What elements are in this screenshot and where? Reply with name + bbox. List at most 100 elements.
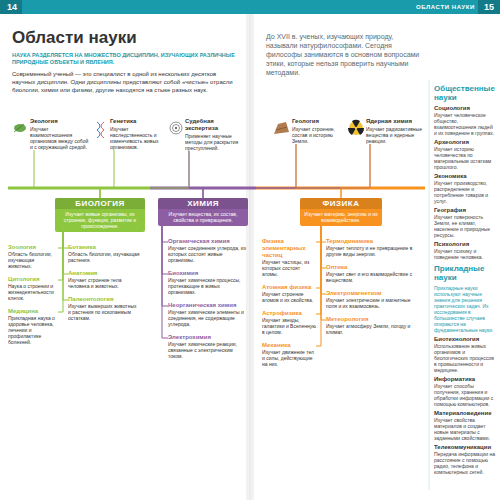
heading: Медицина <box>8 308 58 315</box>
description: Изучает свет и его взаимодействие с веще… <box>326 271 420 283</box>
connector <box>341 144 370 198</box>
discipline-item: МетеорологияИзучает атмосферу Земли, пог… <box>326 316 420 335</box>
intro-text: Современный ученый — это специалист в од… <box>12 70 240 94</box>
discipline-item: АстрофизикаИзучает звезды, галактики и В… <box>262 310 316 335</box>
discipline-item: АнатомияИзучает строение тела человека и… <box>68 270 140 289</box>
item-heading: Археология <box>434 139 496 146</box>
science-box: ФИЗИКАИзучает материю, энергию и их взаи… <box>300 198 382 226</box>
page-title: Области науки <box>12 28 137 48</box>
connector <box>34 150 100 198</box>
item-heading: География <box>434 207 496 214</box>
connector <box>58 232 63 248</box>
description: Изучает материю, энергию и их взаимодейс… <box>300 209 382 223</box>
heading: Неорганическая химия <box>168 302 246 309</box>
item-text: Передача информации на расстояние с помо… <box>434 451 496 475</box>
page-number: 15 <box>481 1 497 13</box>
connector <box>162 226 168 274</box>
heading: Электромагнетизм <box>326 290 420 297</box>
connector <box>203 144 370 198</box>
description: Область биологии, изучающая растения. <box>68 251 140 263</box>
connector <box>162 226 168 242</box>
heading: Экология <box>30 118 92 125</box>
connector <box>58 232 63 312</box>
interdisciplinary-item: Ядерная химияИзучает радиоактивные вещес… <box>366 118 424 144</box>
connector <box>316 226 321 346</box>
description: Изучает электрические и магнитные поля и… <box>326 297 420 309</box>
heading: ФИЗИКА <box>300 198 382 209</box>
heading: Механика <box>262 342 316 349</box>
description: Изучает строение атомов и их свойства. <box>262 291 316 303</box>
item-heading: Информатика <box>434 376 496 383</box>
item-text: Использование живых организмов и биологи… <box>434 343 496 373</box>
connector <box>162 226 168 338</box>
description: Изучает химические процессы, протекающие… <box>168 277 246 295</box>
item-heading: Биотехнология <box>434 336 496 343</box>
description: Изучает наследственность и изменчивость … <box>110 126 165 150</box>
discipline-item: Физика элементарных частицИзучает частиц… <box>262 238 316 277</box>
side-note: До XVII в. ученых, изучающих природу, на… <box>266 32 424 77</box>
heading: Зоология <box>8 244 58 251</box>
description: Наука о строении и жизнедеятельности кле… <box>8 283 58 301</box>
sidebar: Общественные наукиСоциологияИзучает чело… <box>434 80 496 475</box>
item-text: Изучает человеческое общество, взаимоотн… <box>434 112 496 136</box>
connector <box>58 232 63 280</box>
connector <box>100 150 114 198</box>
discipline-item: ЦитологияНаука о строении и жизнедеятель… <box>8 276 58 301</box>
connector <box>321 226 326 268</box>
discipline-item: ОптикаИзучает свет и его взаимодействие … <box>326 264 420 283</box>
discipline-item: БотаникаОбласть биологии, изучающая раст… <box>68 244 140 263</box>
description: Изучает частицы, из которых состоят атом… <box>262 259 316 277</box>
page-number: 14 <box>5 1 19 13</box>
description: Изучает химические элементы и соединения… <box>168 309 246 327</box>
heading: Ядерная химия <box>366 118 424 125</box>
connector <box>100 151 189 198</box>
description: Изучает атмосферу Земли, погоду и климат… <box>326 323 420 335</box>
item-heading: Экономика <box>434 173 496 180</box>
connector <box>316 226 321 242</box>
heading: Судебная экспертиза <box>185 118 243 132</box>
heading: Термодинамика <box>326 238 420 245</box>
discipline-item: ТермодинамикаИзучает теплоту и ее превра… <box>326 238 420 257</box>
discipline-item: Органическая химияИзучает соединения угл… <box>168 238 246 263</box>
connector <box>189 151 203 198</box>
heading: Анатомия <box>68 270 140 277</box>
heading: Электрохимия <box>168 334 246 341</box>
discipline-item: ЭлектромагнетизмИзучает электрические и … <box>326 290 420 309</box>
heading: Физика элементарных частиц <box>262 238 316 259</box>
heading: ХИМИЯ <box>158 198 248 209</box>
heading: Атомная физика <box>262 284 316 291</box>
item-text: Изучает психику и поведение человека. <box>434 248 496 260</box>
connector <box>296 144 341 198</box>
discipline-item: Атомная физикаИзучает строение атомов и … <box>262 284 316 303</box>
description: Применяет научные методы для раскрытия п… <box>185 133 243 151</box>
description: Изучает звезды, галактики и Вселенную в … <box>262 317 316 335</box>
interdisciplinary-item: ГенетикаИзучает наследственность и измен… <box>110 118 165 150</box>
item-heading: Социология <box>434 105 496 112</box>
connector <box>321 226 326 320</box>
description: Изучает движение тел и силы, действующие… <box>262 349 316 367</box>
discipline-item: Неорганическая химияИзучает химические э… <box>168 302 246 327</box>
connector <box>63 232 68 248</box>
heading: БИОЛОГИЯ <box>55 198 145 209</box>
description: Прикладная наука о здоровье человека, ле… <box>8 315 58 345</box>
interdisciplinary-item: Судебная экспертизаПрименяет научные мет… <box>185 118 243 151</box>
interdisciplinary-item: ЭкологияИзучает взаимоотношения организм… <box>30 118 92 150</box>
description: Изучает вымерших животных и растения по … <box>68 303 140 321</box>
heading: Оптика <box>326 264 420 271</box>
heading: Ботаника <box>68 244 140 251</box>
discipline-item: ЗоологияОбласть биологии, изучающая живо… <box>8 244 58 269</box>
item-heading: Психология <box>434 241 496 248</box>
discipline-item: БиохимияИзучает химические процессы, про… <box>168 270 246 295</box>
heading: Астрофизика <box>262 310 316 317</box>
heading: Палеонтология <box>68 296 140 303</box>
heading: Геология <box>292 118 347 125</box>
heading: Органическая химия <box>168 238 246 245</box>
item-text: Изучает способы получения, хранения и об… <box>434 383 496 407</box>
heading: Цитология <box>8 276 58 283</box>
description: Изучает строение тела человека и животны… <box>68 277 140 289</box>
heading: Биохимия <box>168 270 246 277</box>
item-text: Изучает поверхность Земли, ее климат, на… <box>434 214 496 238</box>
description: Изучает взаимоотношения организмов между… <box>30 126 92 150</box>
description: Изучает теплоту и ее превращение в други… <box>326 245 420 257</box>
item-text: Изучает производство, распределение и по… <box>434 180 496 204</box>
